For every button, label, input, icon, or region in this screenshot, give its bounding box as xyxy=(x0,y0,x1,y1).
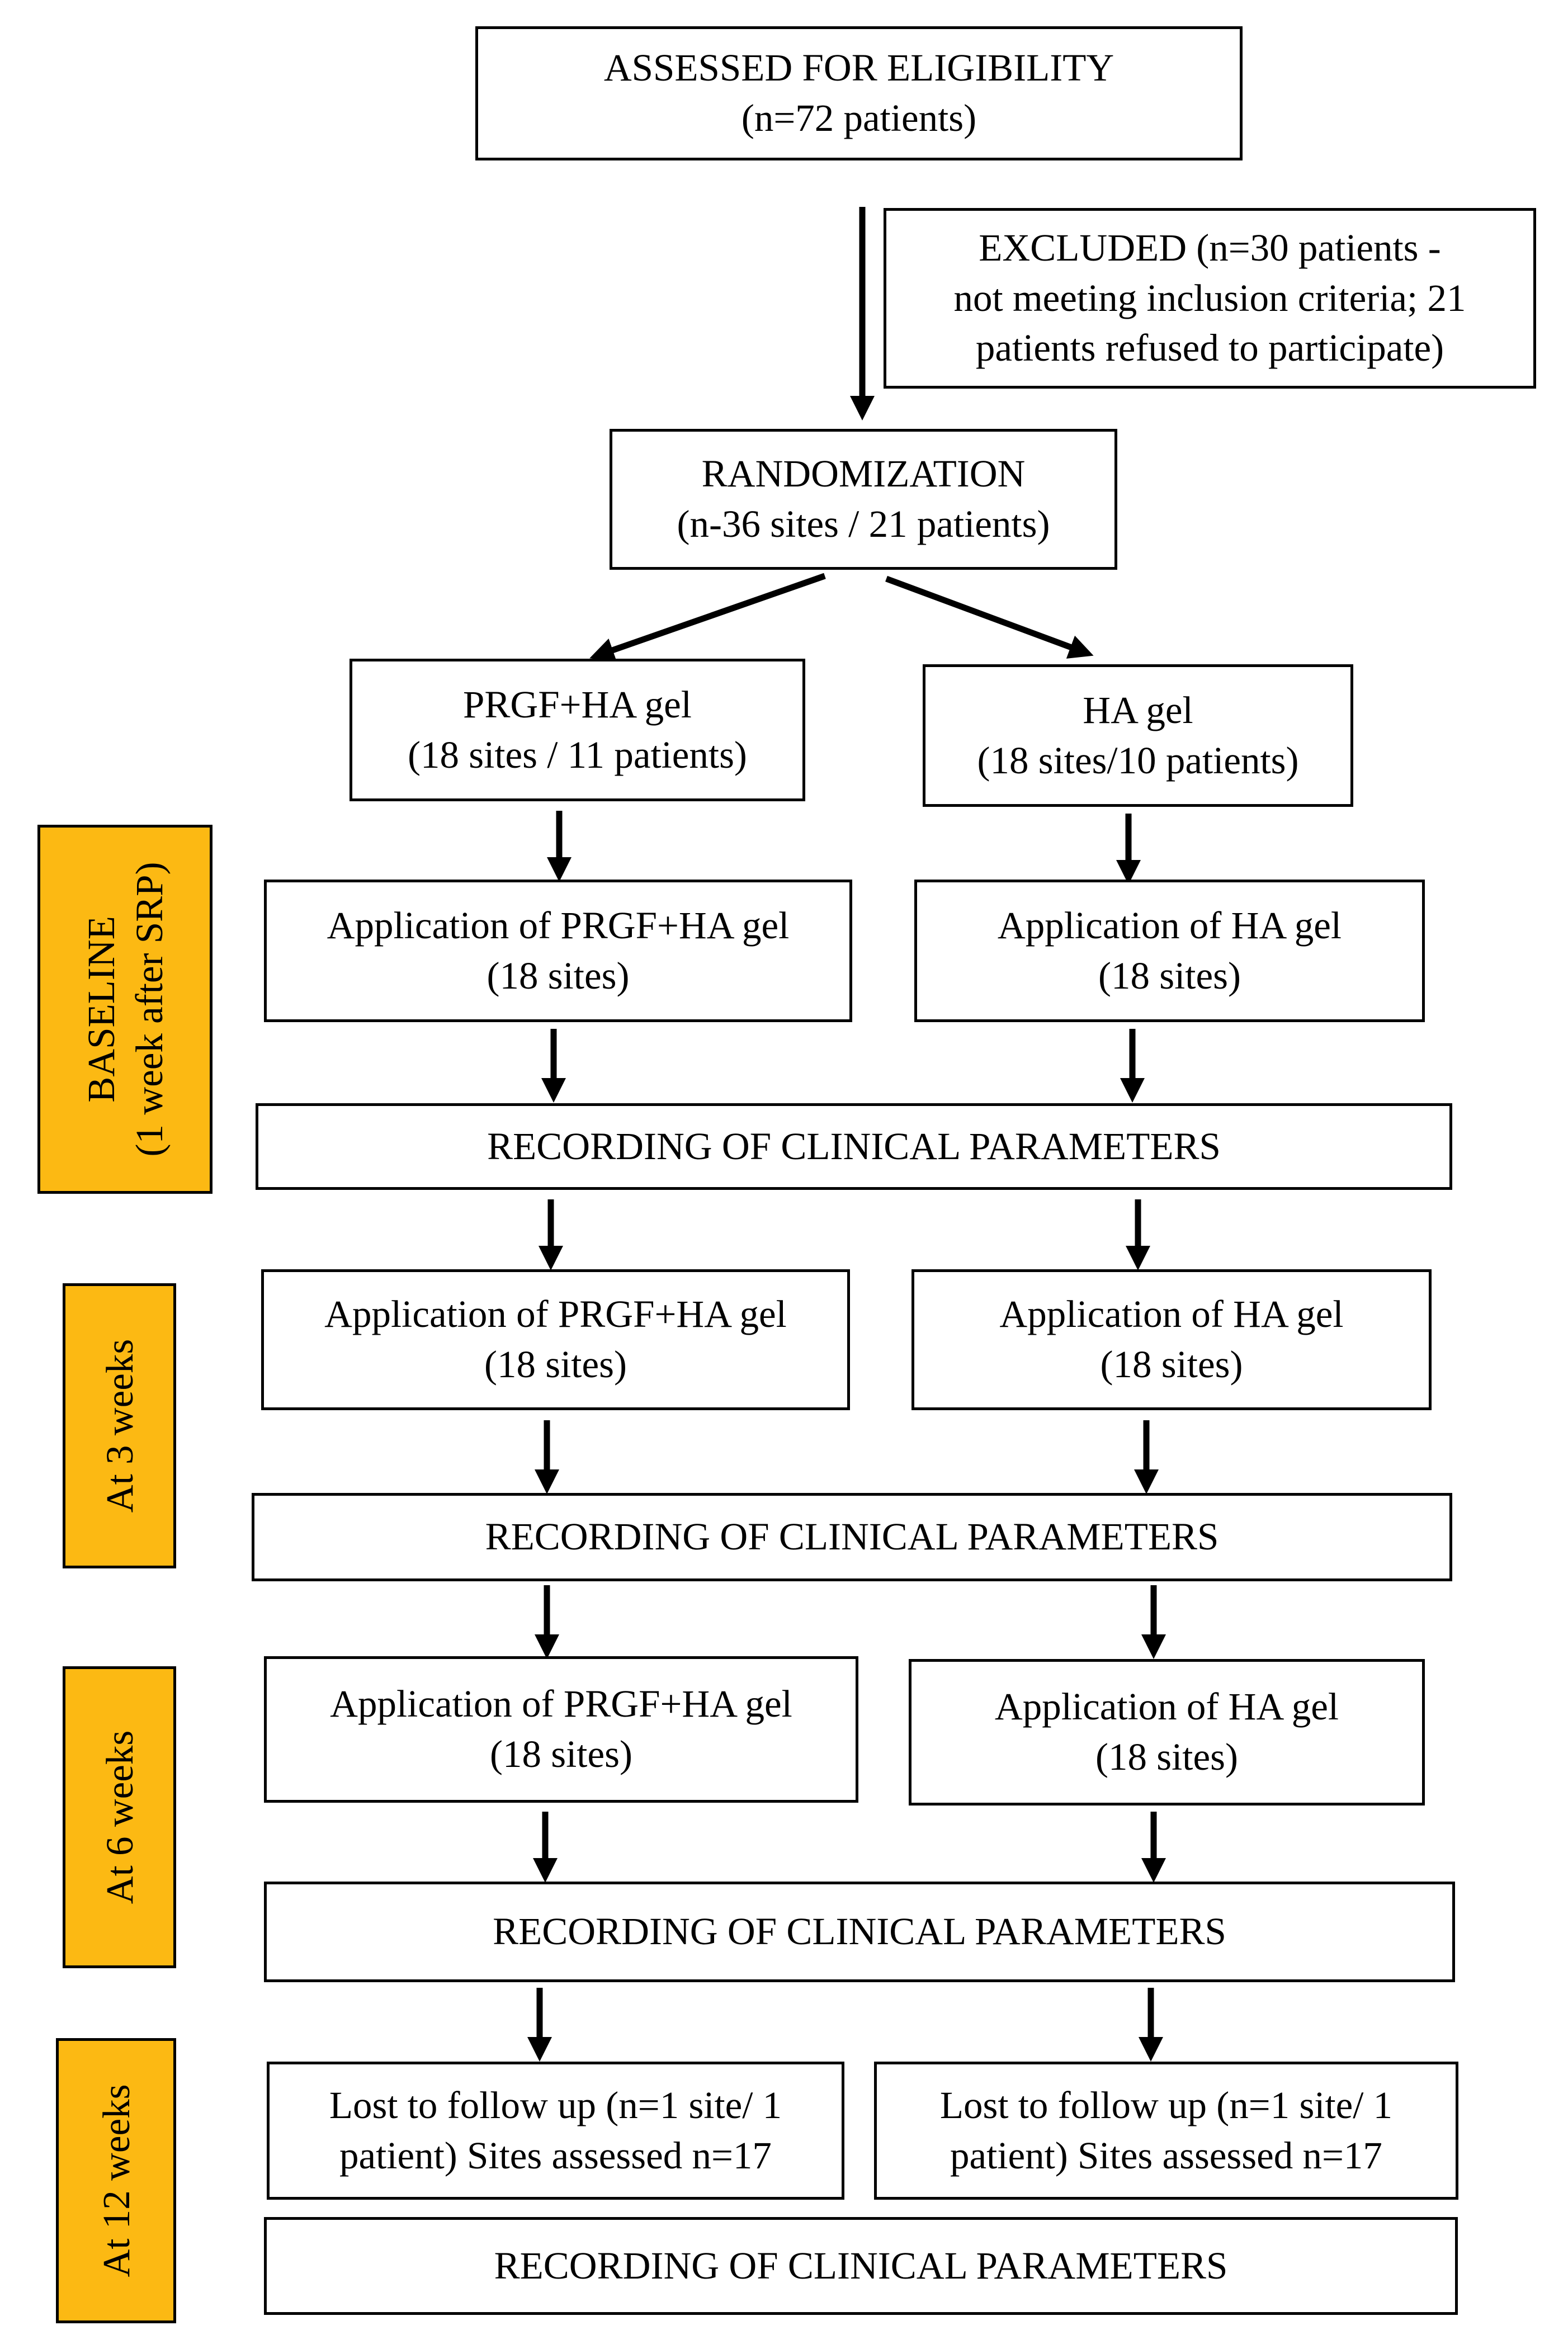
stage4-right-box: Lost to follow up (n=1 site/ 1 patient) … xyxy=(874,2062,1458,2200)
randomization-box: RANDOMIZATION (n-36 sites / 21 patients) xyxy=(610,429,1117,570)
stage-label-baseline-line-1: BASELINE xyxy=(79,916,122,1103)
stage2-right-box: Application of HA gel (18 sites) xyxy=(911,1269,1432,1410)
stage2-recording-text: RECORDING OF CLINICAL PARAMETERS xyxy=(485,1515,1219,1558)
excluded-line-1: EXCLUDED (n=30 patients - xyxy=(979,226,1441,269)
group-ha-count: (18 sites/10 patients) xyxy=(977,739,1299,782)
stage-label-6-weeks-text: At 6 weeks xyxy=(98,1730,141,1904)
stage4-recording-text: RECORDING OF CLINICAL PARAMETERS xyxy=(494,2244,1228,2287)
stage1-left-box: Application of PRGF+HA gel (18 sites) xyxy=(264,880,852,1022)
group-box-prgf-ha: PRGF+HA gel (18 sites / 11 patients) xyxy=(350,659,805,801)
stage4-right-line-2: patient) Sites assessed n=17 xyxy=(950,2134,1382,2177)
group-ha-name: HA gel xyxy=(1083,688,1193,731)
stage3-right-line-1: Application of HA gel xyxy=(994,1685,1339,1728)
stage3-recording-text: RECORDING OF CLINICAL PARAMETERS xyxy=(493,1910,1226,1953)
arrow-randomization-to-left-group xyxy=(589,573,826,662)
group-box-ha: HA gel (18 sites/10 patients) xyxy=(923,664,1353,807)
randomization-title: RANDOMIZATION xyxy=(701,452,1026,495)
stage3-right-line-2: (18 sites) xyxy=(1095,1736,1238,1778)
stage4-right-line-1: Lost to follow up (n=1 site/ 1 xyxy=(939,2083,1393,2126)
excluded-line-2: not meeting inclusion criteria; 21 xyxy=(953,276,1466,319)
eligibility-box: ASSESSED FOR ELIGIBILITY (n=72 patients) xyxy=(475,26,1243,160)
stage2-recording-box: RECORDING OF CLINICAL PARAMETERS xyxy=(252,1493,1452,1581)
stage-label-3-weeks: At 3 weeks xyxy=(63,1283,176,1568)
stage1-recording-box: RECORDING OF CLINICAL PARAMETERS xyxy=(256,1103,1452,1190)
stage4-left-line-2: patient) Sites assessed n=17 xyxy=(339,2134,772,2177)
group-prgf-ha-count: (18 sites / 11 patients) xyxy=(408,733,747,776)
stage4-left-box: Lost to follow up (n=1 site/ 1 patient) … xyxy=(267,2062,844,2200)
stage-label-12-weeks-text: At 12 weeks xyxy=(95,2084,138,2277)
stage-label-3-weeks-text: At 3 weeks xyxy=(98,1339,141,1513)
stage1-recording-text: RECORDING OF CLINICAL PARAMETERS xyxy=(487,1124,1221,1168)
stage1-right-box: Application of HA gel (18 sites) xyxy=(914,880,1425,1022)
stage1-right-line-2: (18 sites) xyxy=(1098,954,1241,997)
stage3-left-line-2: (18 sites) xyxy=(490,1733,632,1775)
stage1-right-line-1: Application of HA gel xyxy=(997,904,1342,947)
stage2-left-line-2: (18 sites) xyxy=(484,1343,627,1386)
stage2-right-line-1: Application of HA gel xyxy=(999,1293,1344,1336)
randomization-count: (n-36 sites / 21 patients) xyxy=(677,503,1050,545)
excluded-box: EXCLUDED (n=30 patients - not meeting in… xyxy=(884,208,1536,389)
stage1-left-line-1: Application of PRGF+HA gel xyxy=(327,904,790,947)
arrow-randomization-to-right-group xyxy=(885,575,1094,659)
excluded-line-3: patients refused to participate) xyxy=(975,327,1444,370)
stage3-left-box: Application of PRGF+HA gel (18 sites) xyxy=(264,1656,858,1803)
stage2-left-box: Application of PRGF+HA gel (18 sites) xyxy=(261,1269,850,1410)
stage3-recording-box: RECORDING OF CLINICAL PARAMETERS xyxy=(264,1882,1455,1982)
stage3-left-line-1: Application of PRGF+HA gel xyxy=(330,1682,792,1726)
stage4-recording-box: RECORDING OF CLINICAL PARAMETERS xyxy=(264,2217,1458,2315)
stage-label-baseline-line-2: (1 week after SRP) xyxy=(127,862,171,1157)
stage-label-6-weeks: At 6 weeks xyxy=(63,1666,176,1968)
eligibility-title: ASSESSED FOR ELIGIBILITY xyxy=(603,46,1114,89)
stage-label-12-weeks: At 12 weeks xyxy=(56,2038,176,2323)
eligibility-count: (n=72 patients) xyxy=(741,97,977,139)
stage4-left-line-1: Lost to follow up (n=1 site/ 1 xyxy=(329,2083,782,2126)
group-prgf-ha-name: PRGF+HA gel xyxy=(463,683,692,726)
stage1-left-line-2: (18 sites) xyxy=(487,954,630,997)
stage3-right-box: Application of HA gel (18 sites) xyxy=(909,1659,1425,1806)
stage-label-baseline: BASELINE (1 week after SRP) xyxy=(37,825,212,1194)
stage2-right-line-2: (18 sites) xyxy=(1100,1343,1243,1386)
stage2-left-line-1: Application of PRGF+HA gel xyxy=(324,1293,787,1336)
